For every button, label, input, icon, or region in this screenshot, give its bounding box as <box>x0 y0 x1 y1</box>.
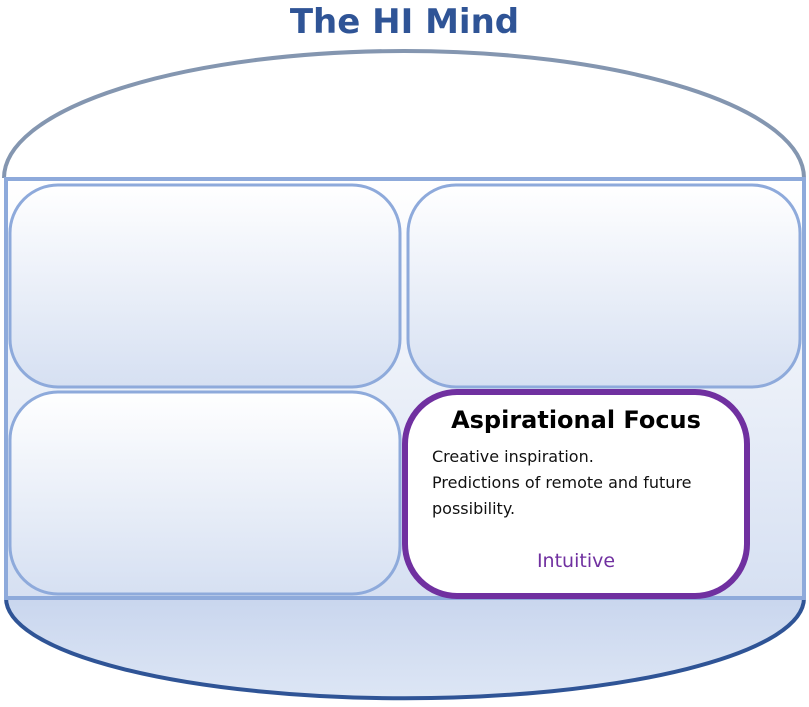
panel-description: Creative inspiration. Predictions of rem… <box>432 444 732 522</box>
panel-bottom-right-highlight <box>402 389 750 599</box>
panel-line: Predictions of remote and future possibi… <box>432 473 692 518</box>
panel-line: Creative inspiration. <box>432 447 594 466</box>
diagram-title: The HI Mind <box>289 2 520 42</box>
panel-heading: Aspirational Focus <box>451 406 701 434</box>
panel-bottom-left <box>8 390 402 596</box>
dome-ellipse <box>2 49 806 179</box>
panel-tag: Intuitive <box>536 550 616 572</box>
panel-top-right <box>406 183 802 389</box>
base-ellipse <box>3 596 807 701</box>
panel-top-left <box>8 183 402 389</box>
aspirational-focus-panel: Aspirational Focus Creative inspiration.… <box>405 392 747 596</box>
